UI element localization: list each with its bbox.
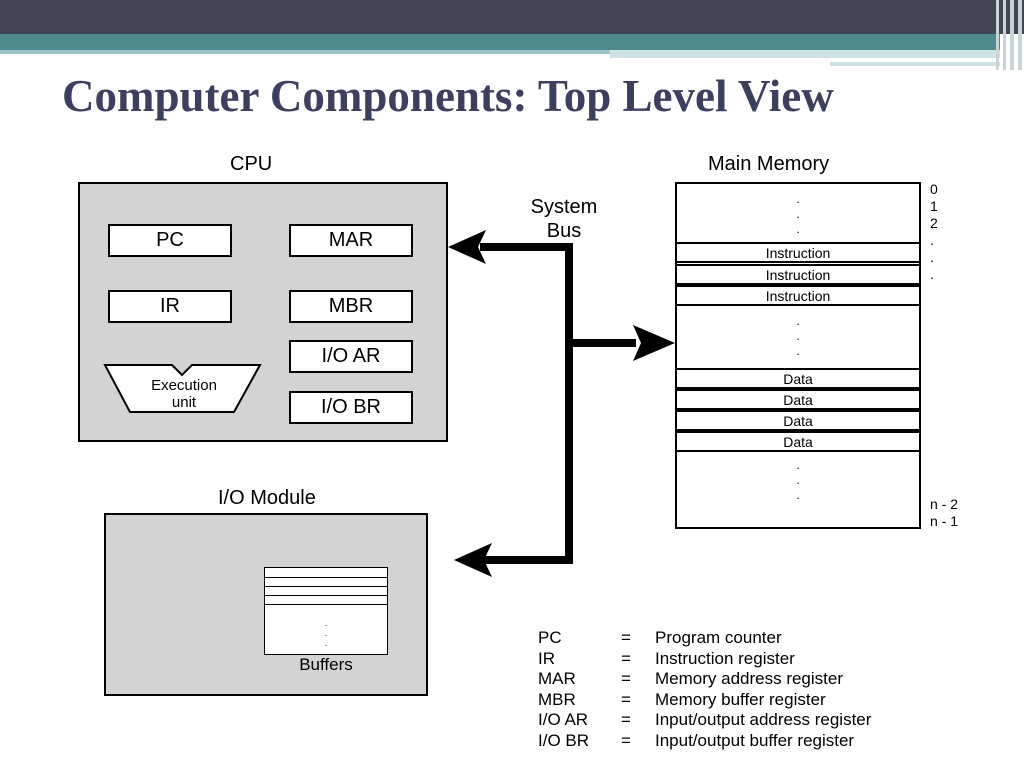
io-br-register: I/O BR — [289, 391, 413, 424]
memory-instruction-row: Instruction — [677, 242, 919, 263]
header-accent-line — [830, 62, 1000, 66]
memory-instruction-row: Instruction — [677, 264, 919, 285]
io-module-label: I/O Module — [218, 487, 316, 509]
corner-stripe — [1010, 0, 1014, 70]
memory-data-row: Data — [677, 389, 919, 410]
mar-register: MAR — [289, 224, 413, 257]
ir-register: IR — [108, 290, 232, 323]
address-n-2: n - 2 — [930, 496, 959, 512]
bus-arrow-to-cpu — [448, 230, 486, 264]
corner-stripe — [996, 0, 999, 70]
buffers-label: Buffers — [299, 655, 353, 674]
io-ar-register: I/O AR — [289, 340, 413, 373]
main-memory-box: ... Instruction Instruction Instruction … — [675, 182, 921, 529]
memory-data-row: Data — [677, 410, 919, 431]
memory-data-row: Data — [677, 368, 919, 389]
header-bar — [0, 0, 1024, 34]
cpu-label: CPU — [230, 153, 273, 175]
bus-arrow-to-io — [454, 543, 492, 577]
memory-addresses-top: 0 1 2 . . . — [930, 181, 938, 282]
execution-unit-line2: unit — [171, 394, 197, 411]
memory-instruction-row: Instruction — [677, 285, 919, 306]
bus-arrow-to-memory — [633, 325, 675, 361]
system-bus-line — [480, 243, 573, 564]
memory-ellipsis: ... — [796, 314, 800, 358]
memory-addresses-bottom: n - 2 n - 1 — [930, 496, 958, 530]
execution-unit-shape — [103, 364, 262, 413]
corner-stripe — [1018, 0, 1022, 70]
buffers-ellipsis: ... — [324, 618, 328, 648]
system-bus-line1: System — [530, 196, 598, 218]
memory-ellipsis: ... — [796, 192, 800, 236]
mbr-register: MBR — [289, 290, 413, 323]
header-accent-stripe — [0, 34, 1000, 50]
header-accent-line — [0, 50, 610, 54]
header-accent-line — [610, 50, 1000, 58]
system-bus-label: System Bus — [512, 195, 616, 243]
address-2: 2 — [930, 215, 938, 231]
execution-unit-line1: Execution — [151, 377, 217, 394]
system-bus-arrows — [448, 230, 675, 577]
address-1: 1 — [930, 198, 938, 214]
address-n-1: n - 1 — [930, 513, 959, 529]
memory-ellipsis: ... — [796, 458, 800, 502]
corner-stripe — [1003, 0, 1006, 70]
memory-data-row: Data — [677, 431, 919, 452]
execution-unit-label: Execution unit — [138, 377, 230, 411]
pc-register: PC — [108, 224, 232, 257]
system-bus-line2: Bus — [546, 220, 582, 242]
main-memory-label: Main Memory — [708, 153, 830, 175]
address-0: 0 — [930, 181, 938, 197]
buffers-box: ... — [264, 567, 388, 655]
page-title: Computer Components: Top Level View — [62, 71, 834, 121]
